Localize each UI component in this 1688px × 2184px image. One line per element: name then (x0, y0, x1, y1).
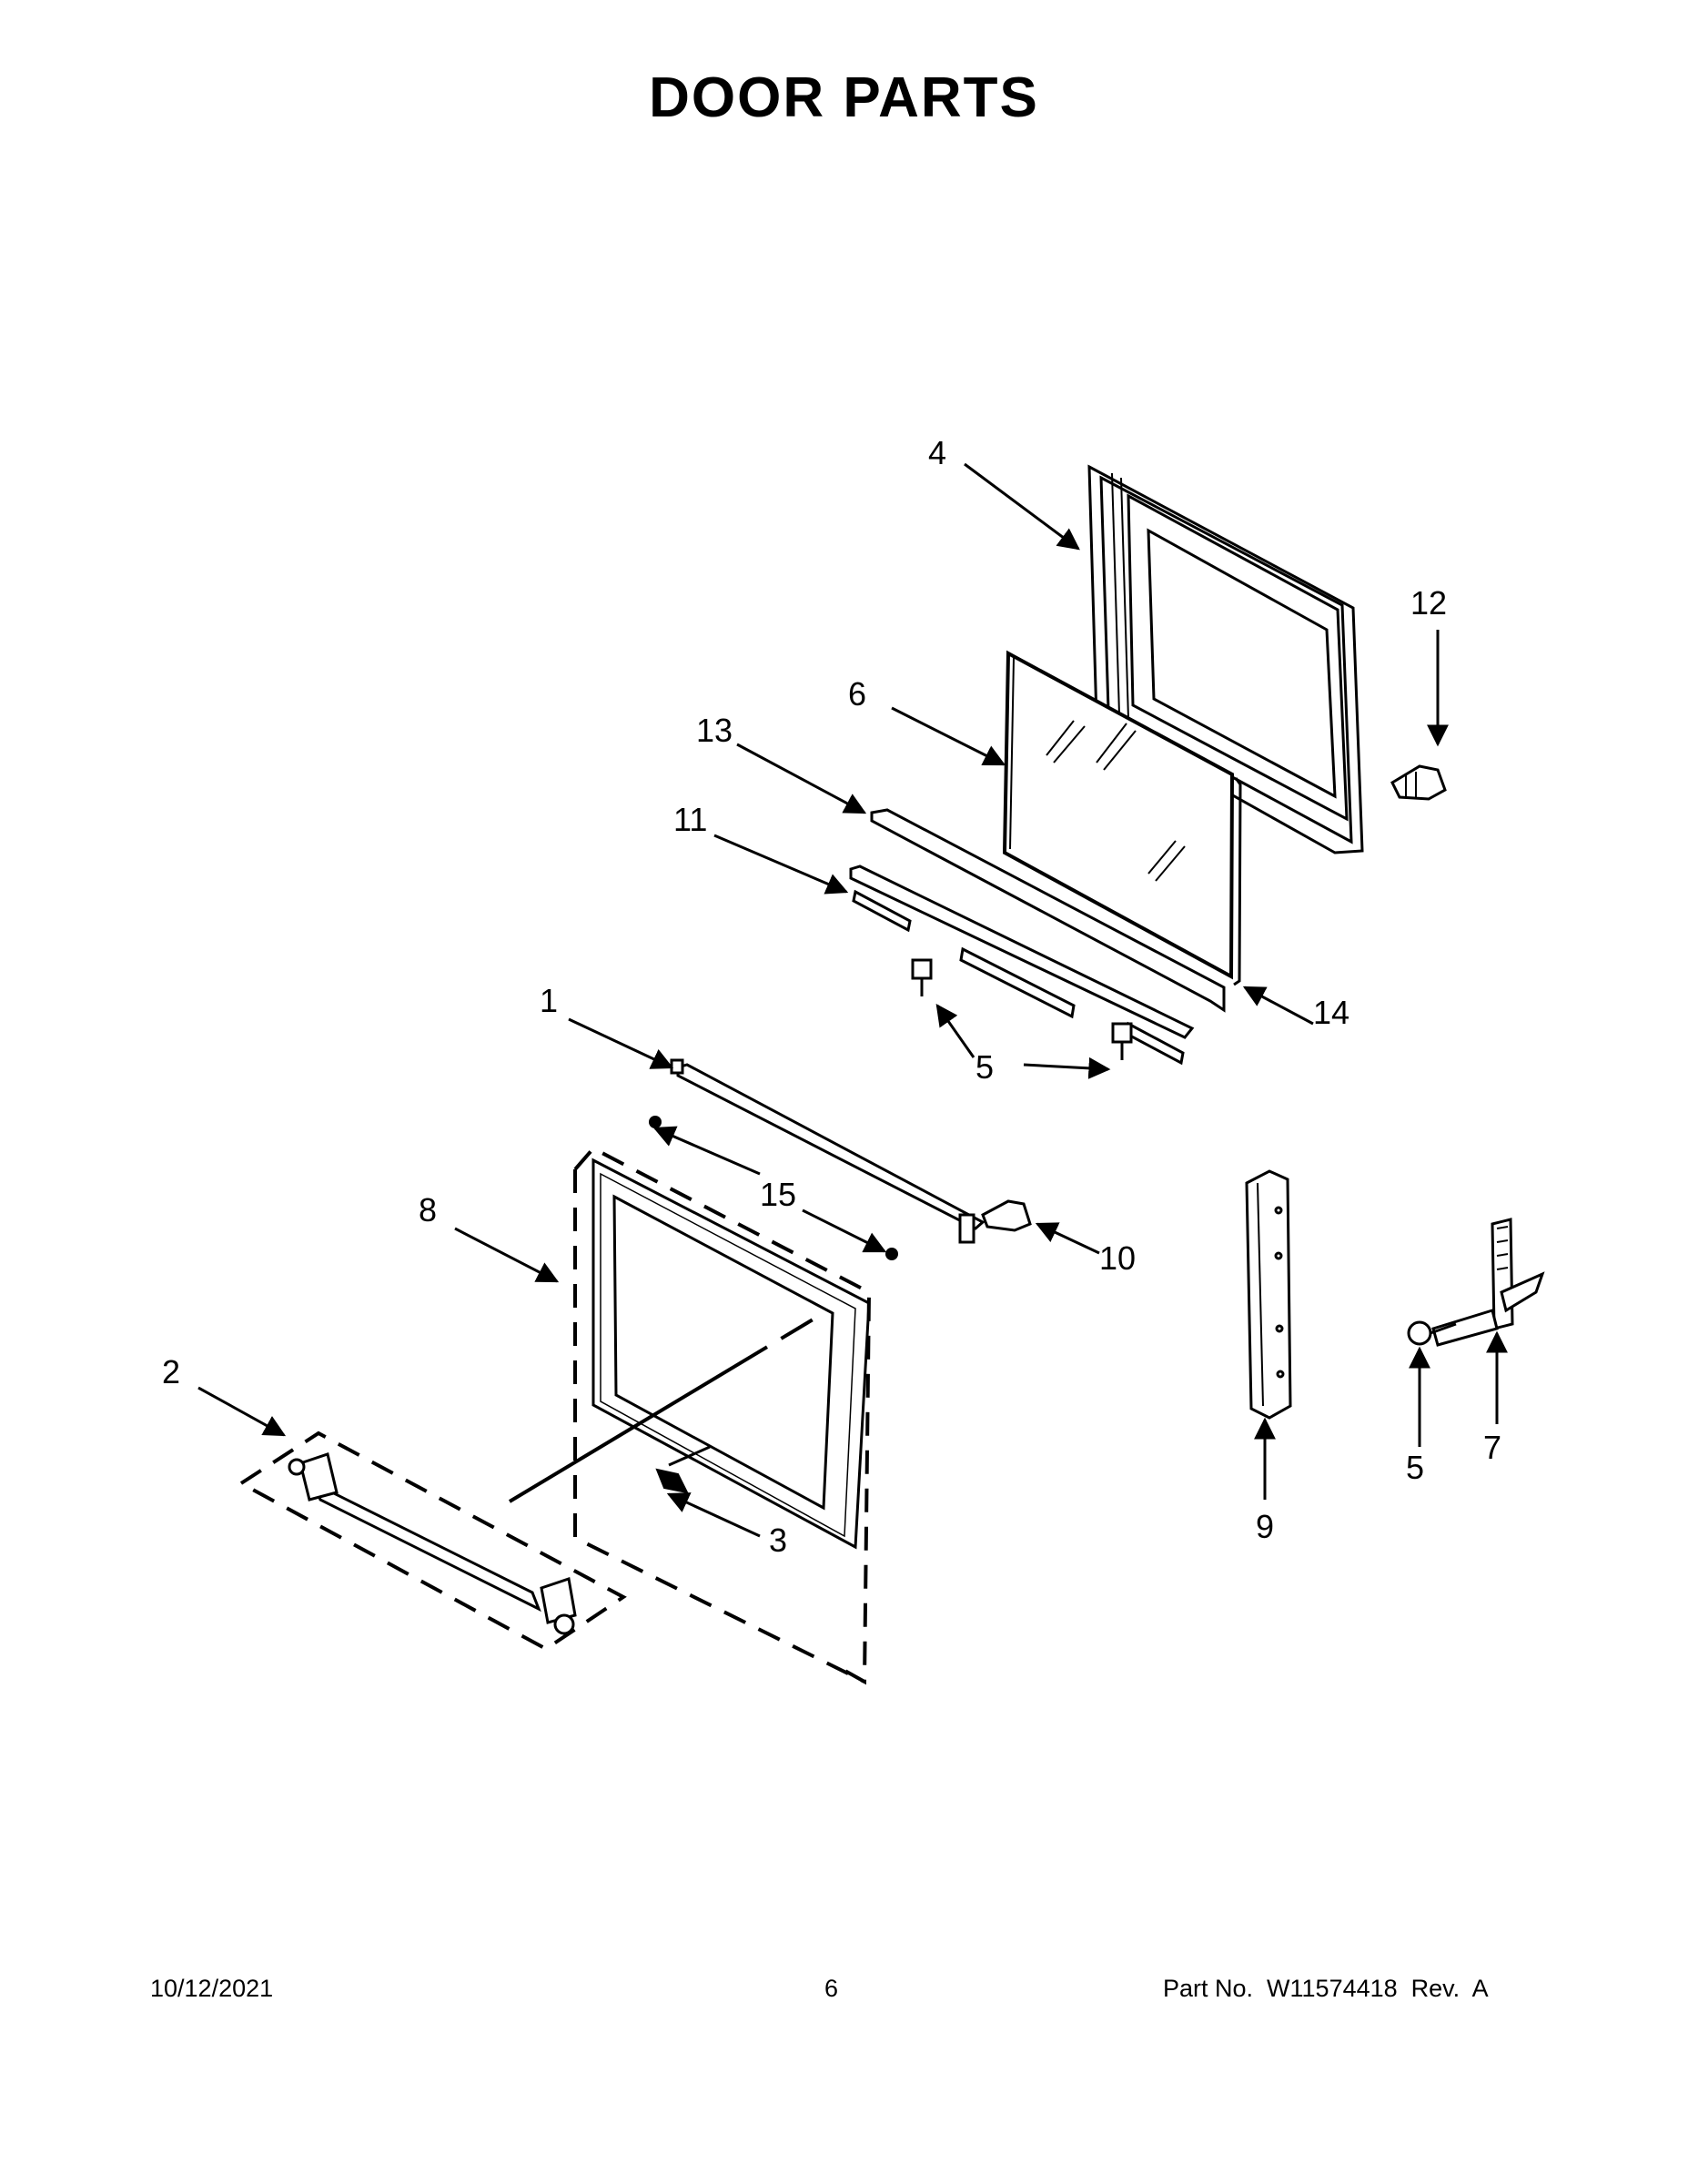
footer-page-number: 6 (824, 1975, 839, 2002)
door-badge (655, 1468, 689, 1494)
door-stiffener-bar (670, 1058, 986, 1244)
hinge-mount-screw (1407, 1320, 1457, 1346)
glass-retainer (870, 808, 1226, 1013)
handle-leader (508, 1309, 830, 1503)
badge-leader (668, 1445, 711, 1467)
callout-13: 13 (696, 712, 733, 749)
callout-4: 4 (928, 434, 946, 471)
door-hinge (1431, 1218, 1545, 1347)
fastener-right (885, 1248, 898, 1260)
footer-part-number: Part No. W11574418 Rev. A (1163, 1975, 1489, 2002)
glass-seal (1233, 777, 1242, 986)
callout-14: 14 (1313, 994, 1349, 1031)
door-screw (981, 1199, 1032, 1232)
callout-15: 15 (760, 1176, 796, 1213)
door-side-trim (1245, 1169, 1292, 1420)
hinge-screw (1390, 764, 1447, 801)
callout-6: 6 (848, 675, 866, 713)
trim-screws (911, 958, 1133, 1060)
door-dashed-outline (573, 1146, 872, 1685)
callout-10: 10 (1099, 1239, 1136, 1277)
footer-date: 10/12/2021 (150, 1975, 274, 2002)
leader-arrows (197, 462, 1508, 1538)
callout-11: 11 (673, 801, 707, 838)
callout-2: 2 (162, 1353, 180, 1390)
callout-1: 1 (540, 982, 558, 1019)
fastener-left (649, 1116, 662, 1128)
callout-3: 3 (769, 1522, 787, 1559)
callout-5-hinge: 5 (1406, 1449, 1424, 1486)
callout-12: 12 (1410, 584, 1447, 622)
callout-8: 8 (419, 1191, 437, 1228)
callout-5-trim: 5 (975, 1048, 994, 1086)
callout-9: 9 (1256, 1508, 1274, 1545)
door-handle (288, 1452, 577, 1635)
callout-7: 7 (1483, 1429, 1501, 1466)
inner-door-panel (1087, 464, 1364, 854)
outer-door-panel (591, 1158, 871, 1550)
page-title: DOOR PARTS (649, 66, 1039, 129)
door-glass (1002, 650, 1235, 980)
handle-dashed-outline (239, 1431, 627, 1652)
door-dashed-outline-left (573, 1169, 865, 1684)
